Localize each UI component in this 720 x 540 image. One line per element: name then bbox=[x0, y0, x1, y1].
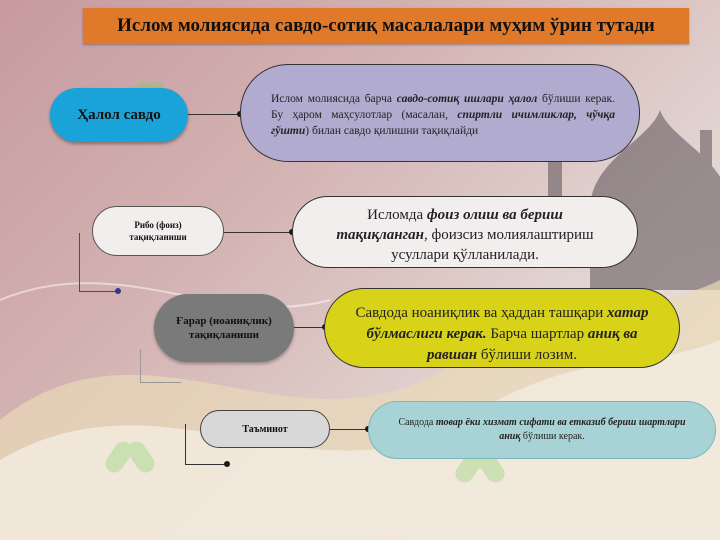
node-supply-desc: Савдода товар ёки хизмат сифати ва етказ… bbox=[368, 401, 716, 459]
node-label-text: Ғарар (ноаниқлик) тақиқланиши bbox=[176, 315, 272, 341]
desc-run: Савдода bbox=[398, 417, 436, 428]
slide-title: Ислом молиясида савдо-сотиқ масалалари м… bbox=[83, 8, 689, 44]
desc-run: бўлиши керак. Бу ҳаром маҳсулотлар (маса… bbox=[271, 93, 615, 121]
desc-run: , фоизсиз молиялаштириш усуллари қўллани… bbox=[391, 227, 594, 263]
branch-line bbox=[79, 233, 120, 292]
desc-run: фоиз олиш ва бериш тақиқланган bbox=[336, 207, 563, 243]
watermark-logo bbox=[100, 430, 170, 490]
connector-line bbox=[330, 429, 368, 430]
desc-run: спиртли ичимликлар, чўчқа гўшти bbox=[271, 109, 615, 137]
desc-run: хатар бўлмаслиги керак. bbox=[366, 305, 649, 342]
desc-run: савдо-сотиқ ишлари ҳалол bbox=[396, 93, 538, 105]
desc-run: Исломда bbox=[367, 207, 427, 223]
desc-run: Савдода ноаниқлик ва ҳаддан ташқари bbox=[355, 305, 608, 321]
branch-line bbox=[185, 424, 228, 465]
branch-line bbox=[140, 349, 181, 383]
connector-dot bbox=[224, 461, 230, 467]
connector-dot bbox=[115, 288, 121, 294]
node-gharar-label: Ғарар (ноаниқлик) тақиқланиши bbox=[154, 294, 294, 362]
desc-run: бўлиши лозим. bbox=[477, 347, 577, 363]
node-riba-desc: Исломда фоиз олиш ва бериш тақиқланган, … bbox=[292, 196, 638, 268]
node-supply-label: Таъминот bbox=[200, 410, 330, 448]
node-desc-text: Ислом молиясида барча савдо-сотиқ ишлари… bbox=[271, 91, 615, 139]
desc-run: Барча шартлар bbox=[486, 326, 588, 342]
desc-run: бўлиши керак. bbox=[520, 431, 585, 442]
connector-line bbox=[188, 114, 240, 115]
connector-line bbox=[294, 327, 325, 328]
node-desc-text: Исломда фоиз олиш ва бериш тақиқланган, … bbox=[323, 205, 607, 265]
node-label-text: Рибо (фоиз) тақиқланиши bbox=[129, 220, 187, 242]
node-desc-text: Савдода ноаниқлик ва ҳаддан ташқари хата… bbox=[349, 303, 655, 366]
desc-run: аниқ ва равшан bbox=[427, 326, 638, 363]
node-label-text: Таъминот bbox=[242, 423, 288, 435]
node-gharar-desc: Савдода ноаниқлик ва ҳаддан ташқари хата… bbox=[324, 288, 680, 368]
node-halal-trade-label: Ҳалол савдо bbox=[50, 88, 188, 142]
desc-run: ) билан савдо қилишни тақиқлайди bbox=[305, 125, 479, 137]
node-label-text: Ҳалол савдо bbox=[77, 106, 161, 123]
desc-run: товар ёки хизмат сифати ва етказиб бериш… bbox=[435, 417, 686, 442]
node-halal-trade-desc: Ислом молиясида барча савдо-сотиқ ишлари… bbox=[240, 64, 640, 162]
node-riba-label: Рибо (фоиз) тақиқланиши bbox=[92, 206, 224, 256]
desc-run: Ислом молиясида барча bbox=[271, 93, 397, 105]
node-desc-text: Савдода товар ёки хизмат сифати ва етказ… bbox=[393, 416, 691, 444]
connector-line bbox=[224, 232, 292, 233]
